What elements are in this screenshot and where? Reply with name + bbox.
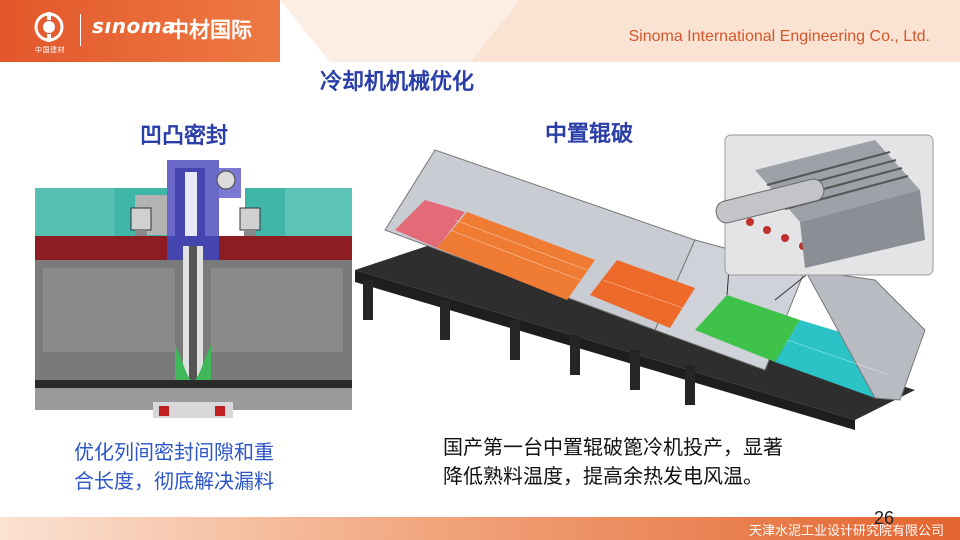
logo-small-text: 中国建材	[35, 46, 65, 54]
logo-separator	[80, 14, 81, 46]
left-heading: 凹凸密封	[140, 123, 229, 149]
header-background	[280, 0, 960, 62]
roller-crusher-cooler-figure	[355, 134, 934, 430]
right-caption: 国产第一台中置辊破篦冷机投产，显著 降低熟料温度，提高余热发电风温。	[443, 433, 863, 491]
footer-band: 天津水泥工业设计研究院有限公司	[0, 517, 960, 540]
company-english-name: Sinoma International Engineering Co., Lt…	[628, 28, 930, 45]
company-logo: 中国建材 sınoma 中材国际	[0, 0, 280, 62]
right-caption-line1: 国产第一台中置辊破篦冷机投产，显著	[443, 435, 783, 459]
header-band: 中国建材 sınoma 中材国际 Sinoma International En…	[0, 0, 960, 62]
slide-title: 冷却机机械优化	[320, 69, 475, 95]
logo-brand: sınoma	[92, 14, 177, 38]
right-caption-line2: 降低熟料温度，提高余热发电风温。	[443, 464, 763, 488]
logo-chinese-name: 中材国际	[168, 18, 252, 42]
page-number: 26	[874, 508, 895, 528]
left-caption: 优化列间密封间隙和重 合长度，彻底解决漏料	[74, 438, 344, 496]
right-heading: 中置辊破	[545, 121, 634, 147]
footer-organization: 天津水泥工业设计研究院有限公司	[748, 524, 944, 539]
left-caption-line2: 合长度，彻底解决漏料	[74, 469, 274, 493]
left-caption-line1: 优化列间密封间隙和重	[74, 440, 274, 464]
seal-cross-section-figure	[35, 150, 352, 418]
logo-emblem-icon	[34, 12, 64, 42]
